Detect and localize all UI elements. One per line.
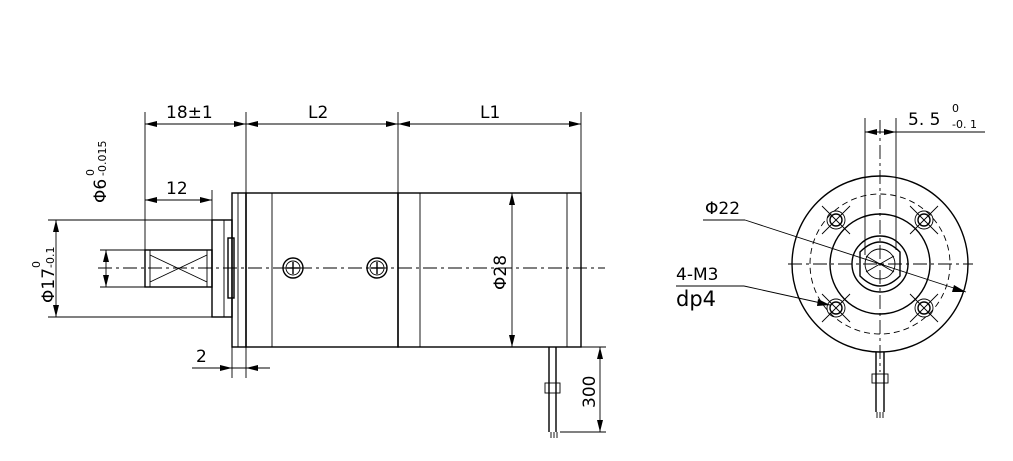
dim-bolt-circle-label: Φ22 xyxy=(705,199,740,219)
dim-flat-label: 5. 5 xyxy=(908,110,940,130)
motor-body xyxy=(397,192,582,348)
flange-outline xyxy=(791,175,969,353)
dim-l2-label: L2 xyxy=(308,103,328,123)
screw-icon xyxy=(282,257,304,279)
dim-l1-label: L1 xyxy=(480,103,500,123)
svg-text:0: 0 xyxy=(952,102,959,115)
side-view: 18±1 L2 L1 12 xyxy=(30,103,606,438)
mount-hole xyxy=(821,205,851,235)
dim-flange-thickness: 2 xyxy=(192,347,270,378)
mount-hole xyxy=(909,205,939,235)
svg-text:-0. 1: -0. 1 xyxy=(952,118,977,131)
dim-bolt-circle: Φ22 xyxy=(703,199,967,293)
shaft-cross-2 xyxy=(149,254,208,283)
svg-text:0: 0 xyxy=(84,169,97,176)
shaft-flat xyxy=(859,241,901,287)
dim-lead-length-label: 300 xyxy=(580,376,600,408)
dim-shaft-diameter-label: Φ6 xyxy=(91,179,111,203)
mount-hole xyxy=(909,293,939,323)
svg-text:0: 0 xyxy=(30,261,43,268)
dim-shaft-length-label: 18±1 xyxy=(166,103,213,123)
dim-key-length: 12 xyxy=(145,179,213,250)
dim-l2: L2 xyxy=(246,103,399,193)
dim-l1: L1 xyxy=(398,103,582,193)
dim-shaft-length: 18±1 xyxy=(144,103,247,250)
svg-text:-0.015: -0.015 xyxy=(96,141,109,176)
dim-body-diameter: Φ28 xyxy=(491,193,515,347)
screw-icon xyxy=(366,257,388,279)
dim-shaft-diameter: Φ6 0 -0.015 xyxy=(84,141,145,288)
lead-wire xyxy=(871,352,889,418)
mount-hole xyxy=(821,293,851,323)
pilot-boss xyxy=(211,219,233,318)
dim-flange-thickness-label: 2 xyxy=(196,347,207,367)
gearbox-body xyxy=(245,192,399,348)
dim-thread-label: 4-M3 xyxy=(676,265,718,285)
dim-key-length-label: 12 xyxy=(166,179,188,199)
dim-thread-depth-label: dp4 xyxy=(676,287,716,311)
dim-body-diameter-label: Φ28 xyxy=(491,255,511,290)
dim-flat: 5. 5 0 -0. 1 xyxy=(864,102,985,255)
front-view: 5. 5 0 -0. 1 Φ22 4-M3 dp4 xyxy=(676,102,985,418)
lead-wire xyxy=(544,347,561,438)
dim-pilot-diameter: Φ17 0 -0.1 xyxy=(30,219,212,318)
dim-lead-length: 300 xyxy=(556,346,606,433)
svg-text:-0.1: -0.1 xyxy=(44,247,57,268)
dim-pilot-diameter-label: Φ17 xyxy=(39,268,59,303)
dim-thread: 4-M3 dp4 xyxy=(676,265,831,311)
